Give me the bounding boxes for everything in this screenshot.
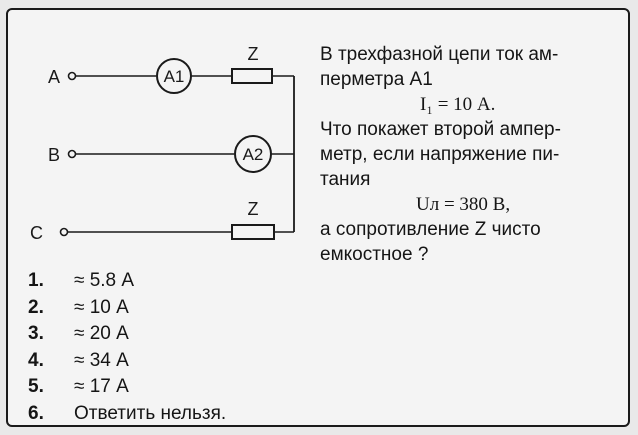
answer-text: ≈ 17 А xyxy=(74,376,129,397)
phase-b-terminal xyxy=(67,149,77,159)
answer-number: 4. xyxy=(28,349,44,371)
answer-number: 6. xyxy=(28,402,44,424)
phase-b-label: B xyxy=(48,145,60,165)
answer-option-3[interactable]: 3. ≈ 20 А xyxy=(28,321,226,348)
phase-a-label: A xyxy=(48,67,60,87)
question-text: В трехфазной цепи ток ам- перметра A1 I₁… xyxy=(320,42,620,267)
current-formula: I₁ = 10 А. xyxy=(420,94,496,115)
question-line-2: перметра A1 xyxy=(320,69,433,90)
question-line-6: а сопротивление Z чисто xyxy=(320,219,541,240)
answer-option-4[interactable]: 4. ≈ 34 А xyxy=(28,348,226,375)
answer-number: 1. xyxy=(28,270,44,291)
question-line-1: В трехфазной цепи ток ам- xyxy=(320,44,559,65)
answer-option-6[interactable]: 6. Ответить нельзя. xyxy=(28,401,227,426)
answer-option-2[interactable]: 2. ≈ 10 А xyxy=(28,295,226,322)
impedance-c-label: Z xyxy=(248,199,259,219)
answer-option-1[interactable]: 1. ≈ 5.8 А xyxy=(28,268,226,295)
answer-option-5[interactable]: 5. ≈ 17 А xyxy=(28,374,226,401)
answer-number: 2. xyxy=(28,296,44,318)
answer-list: 1. ≈ 5.8 А 2. ≈ 10 А 3. ≈ 20 А 4. ≈ 34 А… xyxy=(28,268,227,426)
answer-text: ≈ 20 А xyxy=(74,323,129,344)
ammeter-a2-label: A2 xyxy=(243,145,264,164)
question-line-4: метр, если напряжение пи- xyxy=(320,144,560,165)
question-line-5: тания xyxy=(320,169,371,190)
phase-c-terminal xyxy=(59,227,69,237)
question-line-3: Что покажет второй ампер- xyxy=(320,119,561,140)
phase-c-label: C xyxy=(30,223,43,243)
impedance-c-icon xyxy=(231,224,275,240)
impedance-a-icon xyxy=(231,68,273,84)
answer-number: 5. xyxy=(28,376,44,397)
impedance-a-label: Z xyxy=(248,44,259,64)
answer-text: ≈ 34 А xyxy=(74,349,129,371)
answer-text: ≈ 5.8 А xyxy=(74,270,135,291)
answer-number: 3. xyxy=(28,323,44,344)
answer-text: Ответить нельзя. xyxy=(74,402,227,424)
question-card: A A1 Z B A2 C Z В трехфазной цепи ток ам… xyxy=(6,8,630,427)
phase-a-terminal xyxy=(67,71,77,81)
three-phase-circuit-diagram: A A1 Z B A2 C Z xyxy=(30,44,295,243)
ammeter-a1-label: A1 xyxy=(164,67,185,86)
voltage-formula: Uл = 380 В, xyxy=(416,194,511,215)
answer-text: ≈ 10 А xyxy=(74,296,129,318)
question-line-7: емкостное ? xyxy=(320,244,429,265)
